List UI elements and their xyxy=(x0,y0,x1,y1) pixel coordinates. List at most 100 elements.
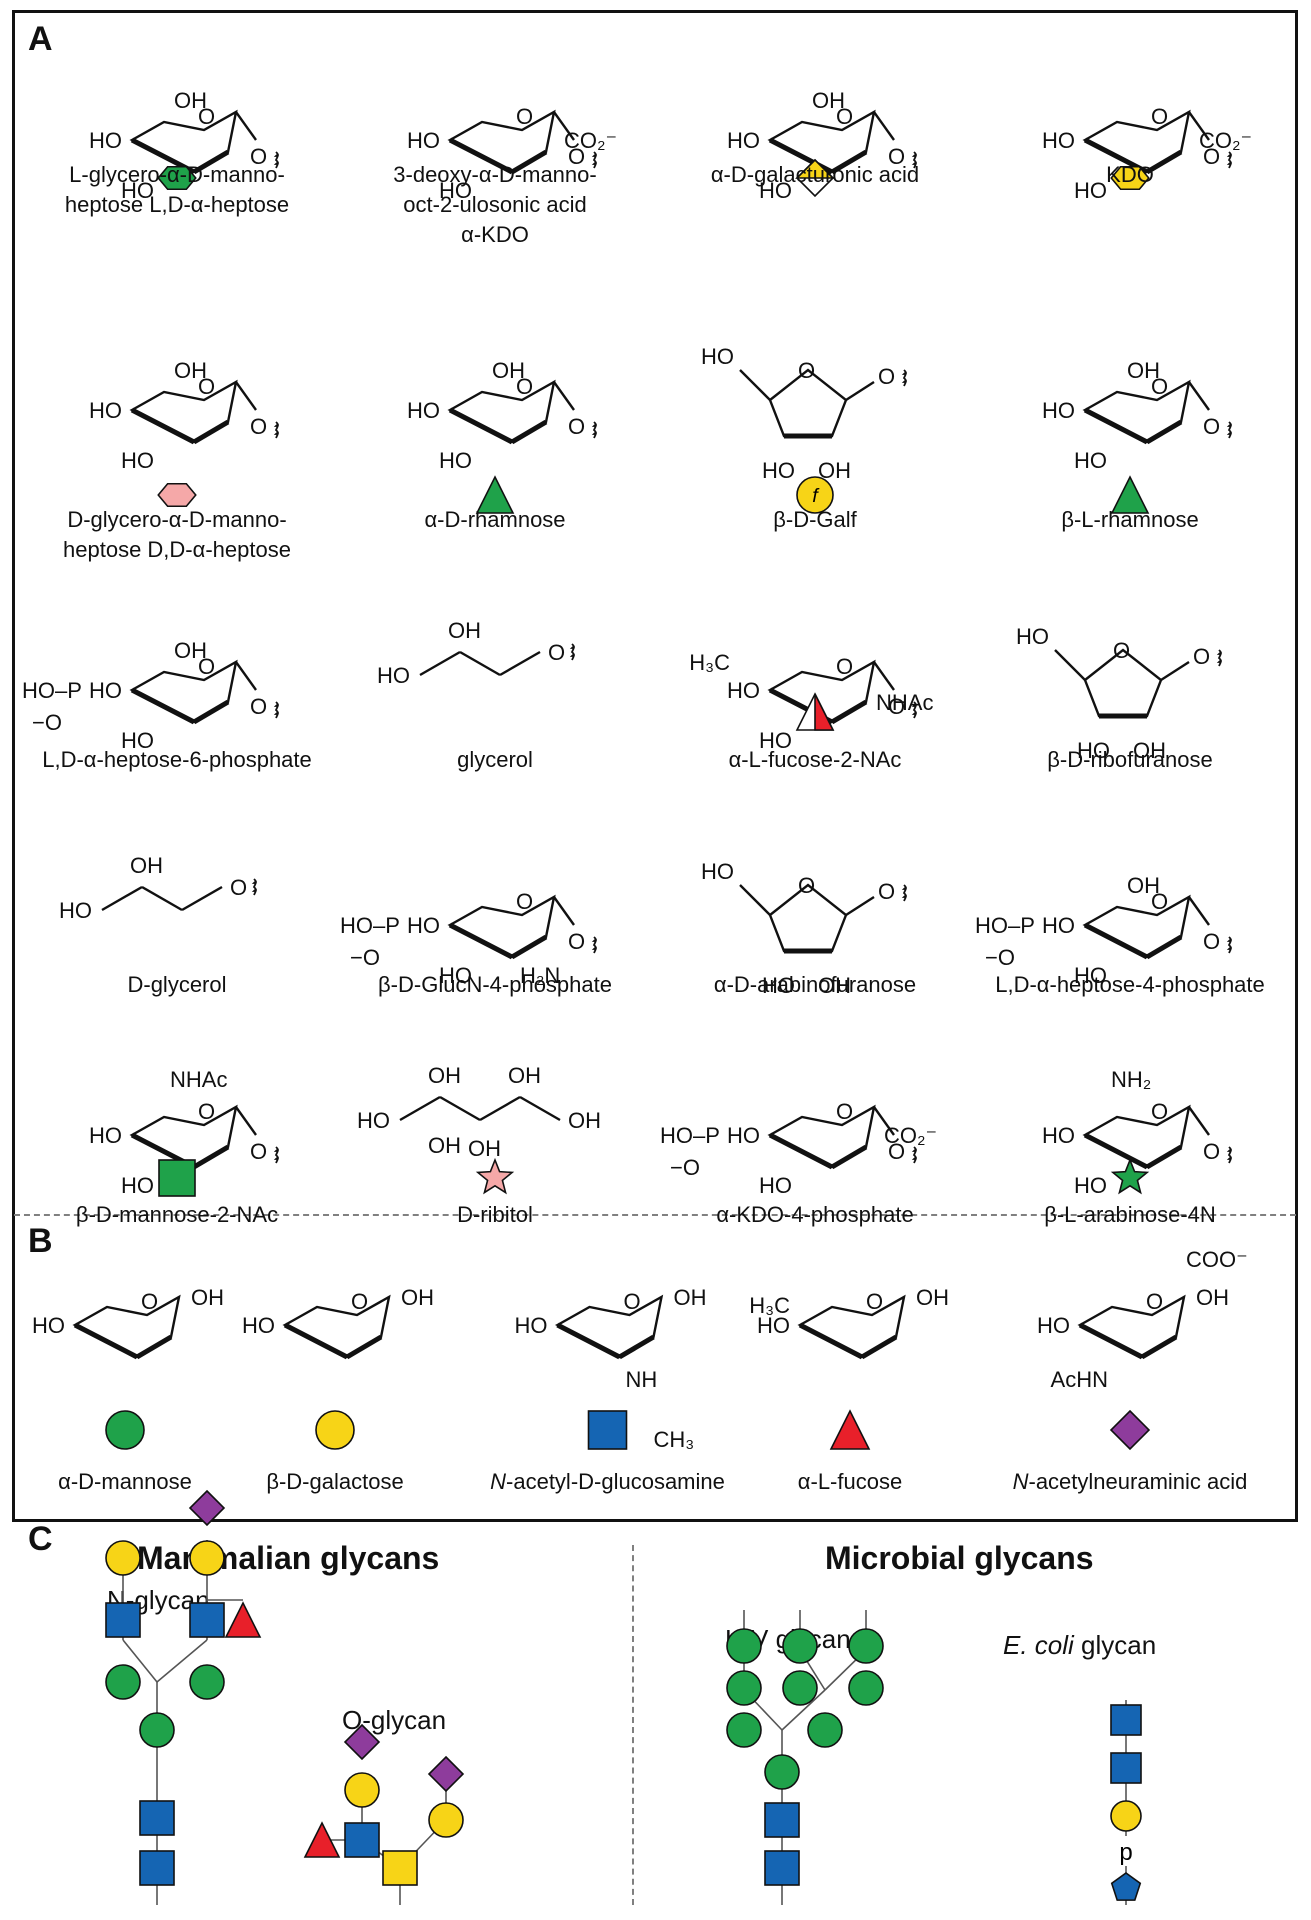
atom-label: OH xyxy=(174,88,207,113)
n-glycan-green-circle xyxy=(105,1664,141,1700)
attachment-bond xyxy=(1226,1146,1232,1164)
microbial-title: Microbial glycans xyxy=(825,1540,1094,1576)
monosaccharide-caption: L-glycero-α-D-manno-heptose L,D-α-heptos… xyxy=(22,160,332,220)
hiv-glycan-green-circle xyxy=(726,1712,762,1748)
atom-label: HO–P xyxy=(975,913,1035,938)
ecoli-rest: glycan xyxy=(1073,1630,1157,1660)
reference-caption: α-L-fucose xyxy=(745,1467,955,1497)
atom-label: HO xyxy=(121,1173,154,1198)
atom-label: O xyxy=(568,414,585,439)
caption-line: L,D-α-heptose-6-phosphate xyxy=(42,747,312,772)
glycosidic-link xyxy=(781,1689,826,1731)
atom-label: HO xyxy=(515,1313,548,1338)
atom-label: HO xyxy=(759,728,792,753)
green-triangle-symbol xyxy=(475,475,515,514)
atom-label: OH xyxy=(130,853,163,878)
ecoli-glycan-red-blue-split-square xyxy=(1110,1752,1142,1784)
caption-line: heptose L,D-α-heptose xyxy=(64,192,290,217)
atom-label: O xyxy=(1151,889,1168,914)
o-glycan-red-triangle xyxy=(303,1821,341,1858)
atom-label: HO xyxy=(727,1123,760,1148)
atom-label: −O xyxy=(32,710,62,735)
atom-label: O xyxy=(250,694,267,719)
atom-label: O xyxy=(516,104,533,129)
atom-label: O xyxy=(250,1139,267,1164)
attachment-bond xyxy=(569,643,575,661)
caption-line: oct-2-ulosonic acid xyxy=(403,192,587,217)
blue-square-symbol xyxy=(587,1410,628,1450)
atom-label: HO xyxy=(759,178,792,203)
bond xyxy=(1188,381,1210,411)
green-hexagon-symbol xyxy=(157,165,197,191)
atom-label: H₃C xyxy=(689,650,730,675)
n-glycan-green-circle xyxy=(139,1712,175,1748)
caption-line: L,D-α-heptose-4-phosphate xyxy=(995,972,1265,997)
monosaccharide-caption: α-L-fucose-2-NAc xyxy=(660,745,970,775)
bond xyxy=(399,1095,441,1122)
atom-label: NHAc xyxy=(170,1067,227,1092)
caption-line: β-L-rhamnose xyxy=(1061,507,1199,532)
atom-label: HO xyxy=(32,1313,65,1338)
atom-label: O xyxy=(836,104,853,129)
bond xyxy=(553,896,575,926)
bond xyxy=(235,381,257,411)
atom-label: HO xyxy=(89,678,122,703)
caption-text: β-D-galactose xyxy=(266,1469,404,1494)
atom-label: O xyxy=(624,1289,641,1314)
o-glycan-yellow-circle xyxy=(428,1802,464,1838)
atom-label: −O xyxy=(670,1155,700,1180)
caption-text: α-L-fucose xyxy=(797,1469,903,1494)
caption-text: -acetylneuraminic acid xyxy=(1028,1469,1248,1494)
purple-diamond-symbol xyxy=(1109,1409,1151,1451)
atom-label: HO–P xyxy=(660,1123,720,1148)
reference-caption: N-acetylneuraminic acid xyxy=(985,1467,1275,1497)
reference-caption: N-acetyl-D-glucosamine xyxy=(470,1467,745,1497)
bond xyxy=(1188,111,1210,141)
phosphate-linker-label: p xyxy=(1119,1839,1132,1866)
hiv-glycan-green-circle xyxy=(782,1628,818,1664)
monosaccharide-caption: D-glycero-α-D-manno-heptose D,D-α-heptos… xyxy=(22,505,332,565)
attachment-bond xyxy=(273,421,279,439)
panel-frame xyxy=(12,10,1298,1522)
ring-structure xyxy=(554,1294,664,1360)
caption-line: 3-deoxy-α-D-manno- xyxy=(393,162,597,187)
atom-label: OH xyxy=(1196,1285,1229,1310)
caption-line: α-D-arabinofuranose xyxy=(713,972,917,997)
attachment-bond xyxy=(591,936,597,954)
atom-label: O xyxy=(141,1289,158,1314)
atom-label: O xyxy=(878,879,895,904)
atom-label: O xyxy=(878,364,895,389)
hiv-glycan-blue-square xyxy=(764,1802,800,1838)
atom-label: HO xyxy=(762,458,795,483)
caption-line: KDO xyxy=(1106,162,1154,187)
atom-label: NH xyxy=(626,1367,658,1392)
bond xyxy=(499,650,541,677)
n-glycan-blue-square xyxy=(105,1602,141,1638)
atom-label: AcHN xyxy=(1051,1367,1108,1392)
n-glycan-purple-diamond xyxy=(188,1489,226,1527)
monosaccharide-caption: α-D-rhamnose xyxy=(340,505,650,535)
atom-label: O xyxy=(1203,144,1220,169)
atom-label: O xyxy=(351,1289,368,1314)
ring-structure xyxy=(72,1294,181,1360)
green-circle-symbol xyxy=(105,1410,145,1450)
bond xyxy=(235,1106,257,1136)
